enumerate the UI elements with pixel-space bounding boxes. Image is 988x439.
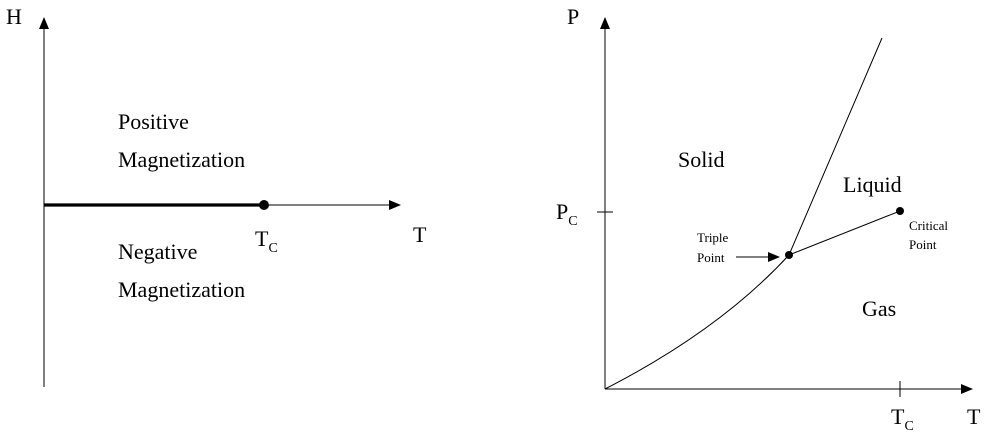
- liquid-region-label: Liquid: [843, 172, 902, 197]
- magnet-critical-point-dot: [259, 200, 269, 210]
- triple-point-label-line1: Triple: [697, 230, 729, 245]
- solid-region-label: Solid: [678, 147, 724, 172]
- fluid-critical-temp-label: TC: [891, 404, 914, 434]
- gas-region-label: Gas: [862, 296, 896, 321]
- critical-point-label-line1: Critical: [909, 218, 948, 233]
- fluid-p-axis-label: P: [567, 4, 579, 29]
- positive-magnetization-line1: Positive: [118, 109, 189, 134]
- magnet-critical-temp-label: TC: [255, 226, 278, 256]
- melting-curve: [788, 37, 883, 256]
- magnet-phase-diagram: H T TC Positive Magnetization Negative M…: [6, 4, 427, 387]
- sublimation-curve: [604, 254, 790, 390]
- negative-magnetization-line2: Magnetization: [118, 277, 245, 302]
- fluid-phase-diagram: P T PC TC Solid Liquid Gas Triple Point …: [556, 4, 981, 434]
- negative-magnetization-line1: Negative: [118, 239, 197, 264]
- triple-point-label-line2: Point: [697, 250, 725, 265]
- critical-point-dot: [896, 207, 904, 215]
- magnet-h-axis-label: H: [6, 4, 22, 29]
- triple-point-dot: [785, 251, 793, 259]
- vaporization-curve: [788, 210, 901, 256]
- critical-point-label-line2: Point: [909, 237, 937, 252]
- positive-magnetization-line2: Magnetization: [118, 147, 245, 172]
- magnet-t-axis-label: T: [413, 222, 427, 247]
- critical-pressure-label: PC: [556, 199, 578, 229]
- fluid-t-axis-label: T: [967, 404, 981, 429]
